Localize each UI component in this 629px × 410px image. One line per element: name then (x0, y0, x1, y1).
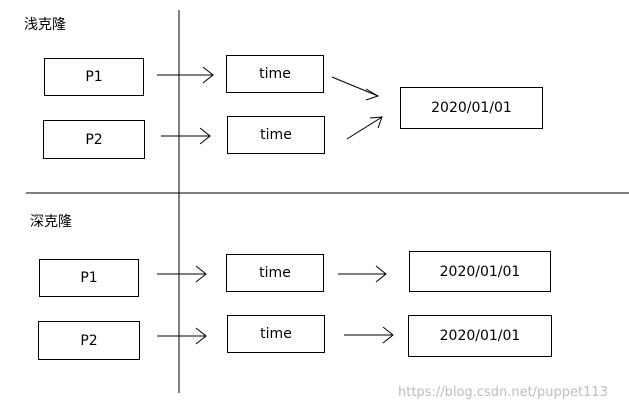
shallow-time1-node: time (226, 55, 324, 93)
shallow-p2-node: P2 (43, 120, 145, 159)
arrow-time2-to-date (346, 116, 383, 140)
deep-p1-node: P1 (39, 259, 139, 297)
shallow-p1-node: P1 (44, 58, 144, 96)
deep-p2-node: P2 (38, 321, 140, 360)
deep-time1-node: time (226, 254, 324, 292)
shallow-time2-node: time (227, 116, 325, 154)
deep-date1-node: 2020/01/01 (409, 251, 551, 292)
deep-clone-title: 深克隆 (30, 214, 72, 230)
deep-date2-node: 2020/01/01 (408, 315, 552, 357)
watermark-text: https://blog.csdn.net/puppet113 (398, 385, 608, 400)
deep-time2-node: time (227, 315, 325, 353)
shallow-clone-title: 浅克隆 (24, 17, 66, 33)
arrow-time1-to-date (331, 76, 379, 97)
shallow-date-node: 2020/01/01 (400, 87, 543, 129)
